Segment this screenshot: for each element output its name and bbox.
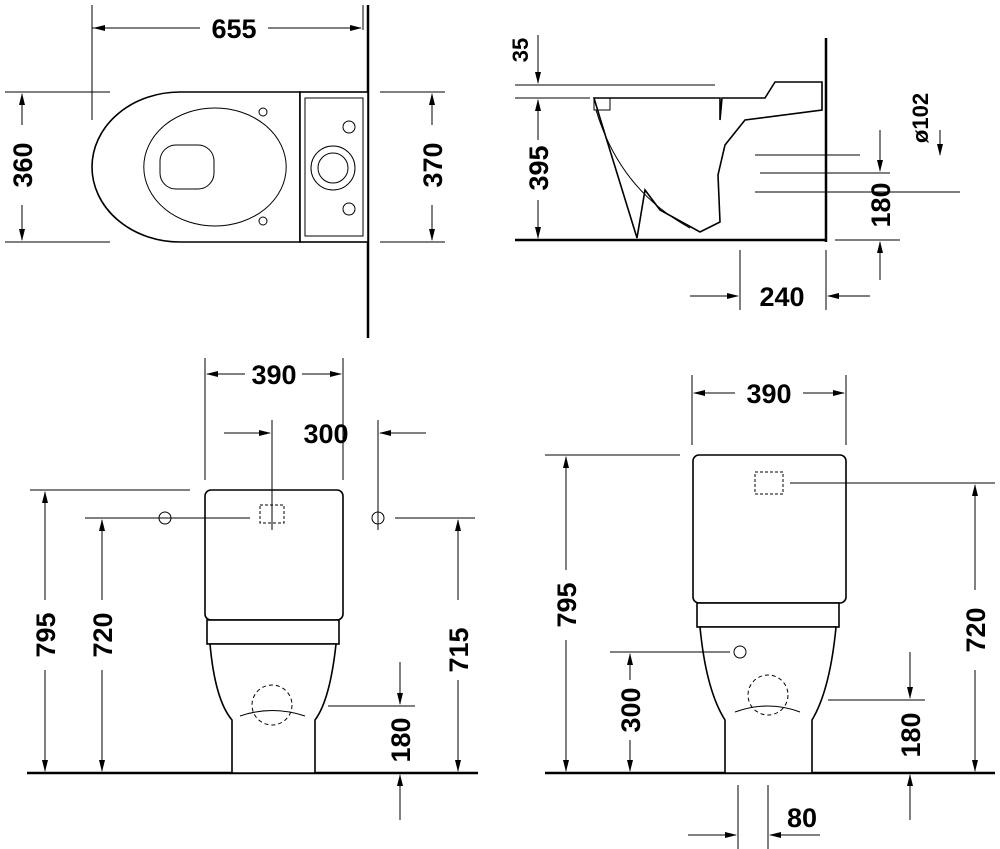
dim-inlet-height-right: 715: [444, 627, 474, 672]
dim-total-height: 795: [31, 612, 61, 657]
dim-tank-width: 390: [746, 379, 791, 409]
top-view: 655 360 370: [5, 5, 448, 338]
dim-length: 655: [211, 14, 256, 44]
dim-seat-offset: 35: [508, 38, 533, 62]
dim-total-height: 795: [552, 582, 582, 627]
dim-outlet-distance: 240: [759, 282, 804, 312]
dim-bowl-width: 360: [8, 142, 38, 187]
front-view-left: 390 300 795 720 715 180: [27, 358, 478, 820]
dim-outlet-height: 180: [896, 712, 926, 757]
side-view: 35 395 ø102 180 240: [508, 35, 960, 312]
dim-inlet-height: 720: [88, 612, 118, 657]
dim-side-inlet-height: 300: [616, 687, 646, 732]
dim-rim-height: 395: [524, 145, 554, 190]
dim-inlet-spacing: 300: [303, 419, 348, 449]
dim-outlet-height: 180: [386, 717, 416, 762]
front-view-right: 390 795 300 720 180 80: [545, 375, 995, 849]
dim-outlet-diameter: ø102: [908, 93, 933, 143]
dim-outlet-height: 180: [866, 182, 896, 227]
dim-outlet-offset: 80: [787, 803, 817, 833]
dim-tank-width: 370: [418, 142, 448, 187]
dim-tank-width: 390: [251, 360, 296, 390]
dim-inlet-height: 720: [961, 607, 991, 652]
